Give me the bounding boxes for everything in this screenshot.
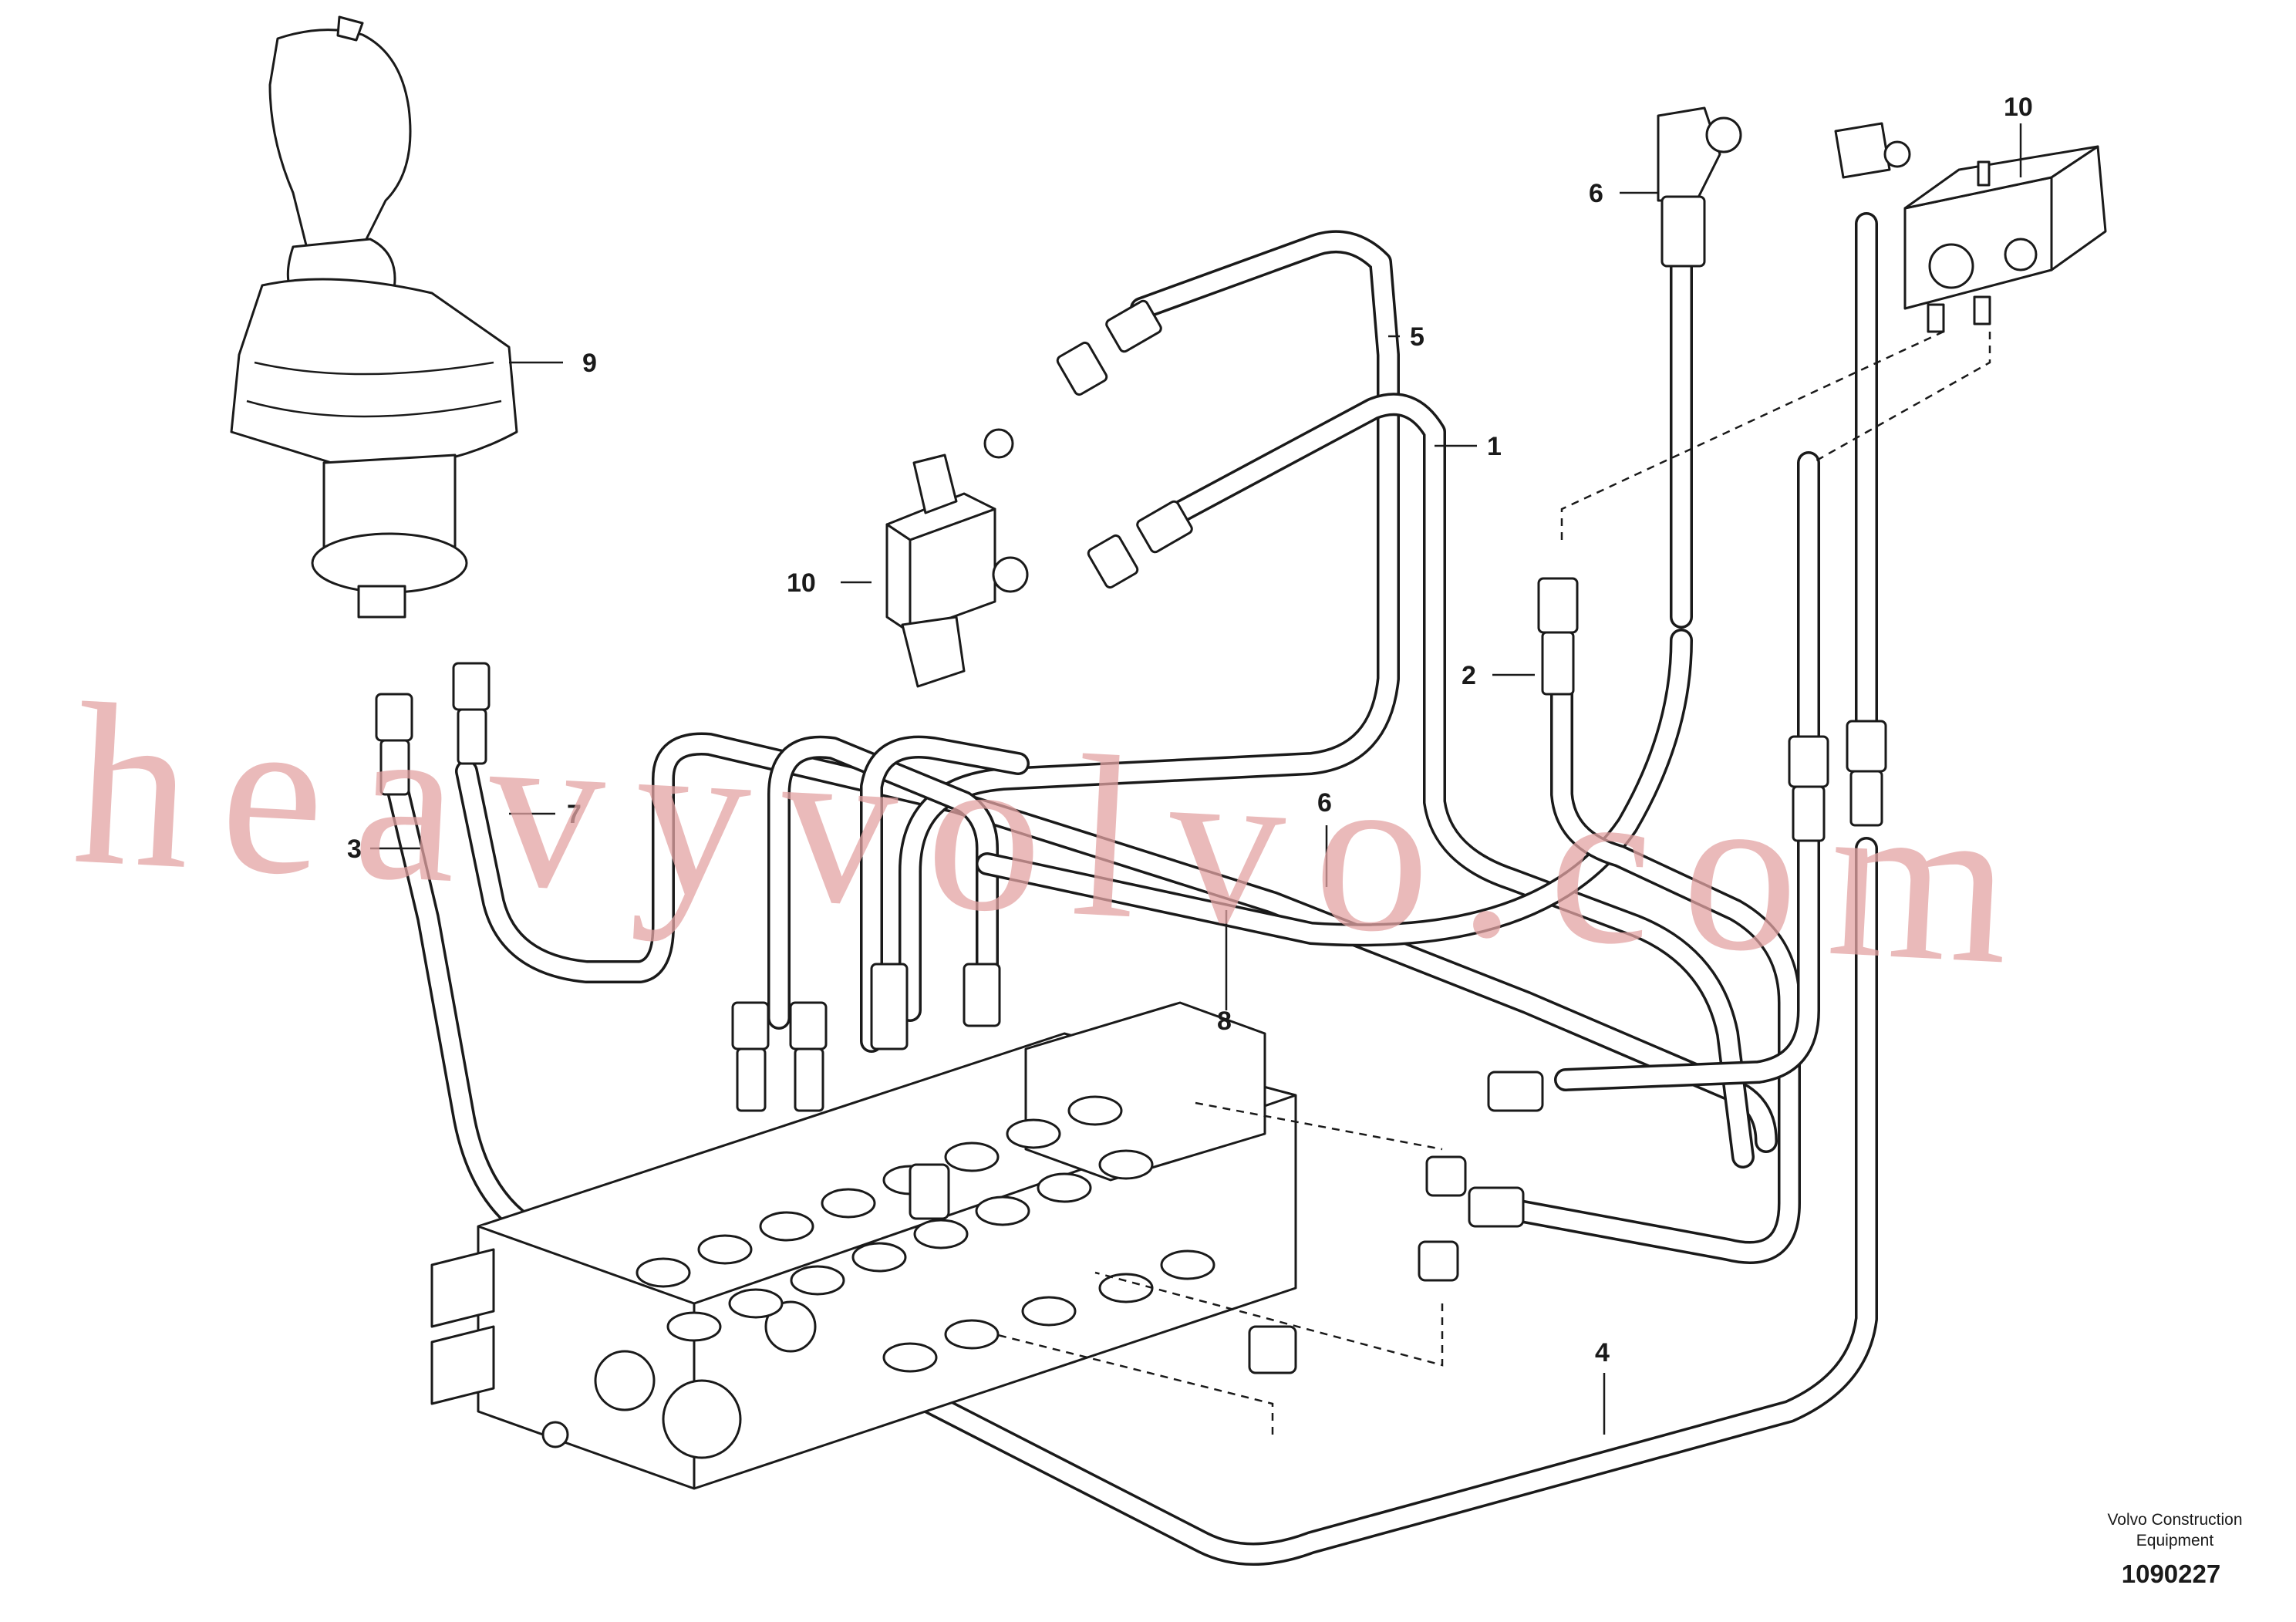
fittings bbox=[375, 299, 1887, 1374]
callout-4: 4 bbox=[1595, 1338, 1610, 1367]
hose-group bbox=[382, 212, 1878, 1566]
footer: Volvo Construction Equipment 1090227 bbox=[2107, 1511, 2242, 1588]
publisher-line-1: Volvo Construction bbox=[2107, 1511, 2242, 1529]
callout-2: 2 bbox=[1462, 661, 1476, 690]
solenoid-valve-top-right bbox=[1834, 122, 2107, 333]
joystick-assembly bbox=[230, 15, 518, 619]
callout-6-middle: 6 bbox=[1317, 788, 1332, 818]
callout-7: 7 bbox=[567, 800, 582, 829]
callout-leaders bbox=[370, 123, 2022, 1435]
callout-3: 3 bbox=[347, 835, 362, 864]
watermark: heavyvolvo.com bbox=[69, 656, 2047, 1015]
dashed-connections bbox=[994, 330, 1991, 1435]
callout-5: 5 bbox=[1410, 322, 1424, 352]
callout-8: 8 bbox=[1217, 1007, 1232, 1036]
callout-10-middle: 10 bbox=[787, 568, 816, 598]
spool-caps bbox=[636, 1095, 1215, 1373]
publisher-line-2: Equipment bbox=[2136, 1532, 2214, 1549]
callout-9: 9 bbox=[582, 349, 597, 378]
callout-10-top-right: 10 bbox=[2004, 93, 2033, 122]
illustration-number: 1090227 bbox=[2122, 1560, 2220, 1588]
callout-1: 1 bbox=[1487, 432, 1502, 461]
callout-labels: 9 5 1 10 6 10 2 7 3 6 8 4 bbox=[347, 93, 2033, 1367]
callout-6-top: 6 bbox=[1589, 179, 1603, 208]
control-valve-block bbox=[430, 1001, 1297, 1490]
small-valve-middle bbox=[885, 428, 1029, 688]
elbow-fitting-top bbox=[1657, 106, 1742, 268]
